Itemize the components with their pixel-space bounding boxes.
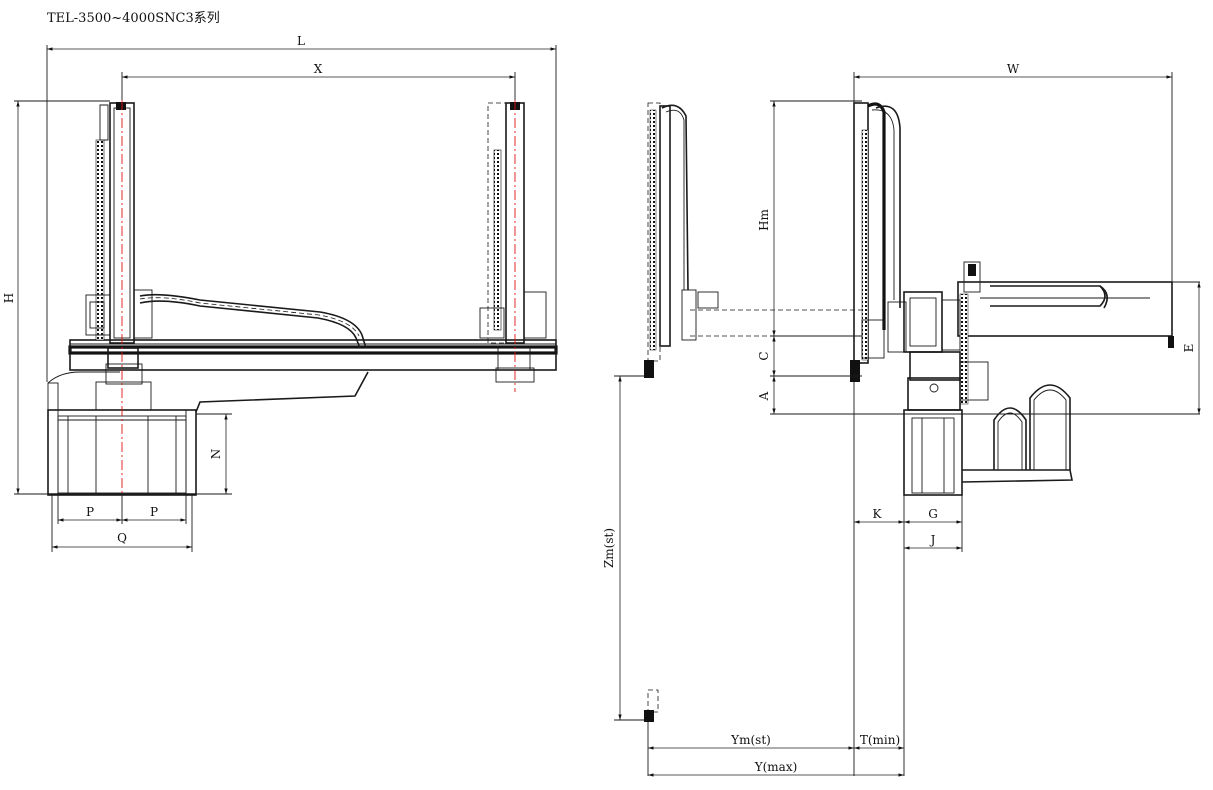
label-W: W	[1007, 62, 1020, 76]
label-H: H	[2, 293, 16, 303]
label-P-right: P	[150, 505, 158, 519]
beam-left-bracket	[47, 371, 120, 384]
side-pillar-base	[903, 409, 963, 496]
safety-hoop-right	[1029, 384, 1071, 470]
label-C: C	[757, 351, 771, 360]
label-Q: Q	[117, 531, 127, 545]
label-L: L	[297, 34, 305, 48]
beam-brace	[195, 371, 369, 413]
base-joint-block	[95, 381, 152, 411]
label-P-left: P	[86, 505, 94, 519]
label-Ymax: Y(max)	[754, 760, 798, 774]
label-Tmin: T(min)	[860, 733, 900, 747]
label-X: X	[314, 62, 323, 76]
left-arm-chain	[95, 139, 105, 341]
safety-hoop-left	[993, 407, 1027, 470]
label-Zm: Zm(st)	[602, 528, 616, 568]
main-arm-cable	[867, 102, 886, 330]
label-N: N	[209, 449, 223, 460]
y-axis-arm	[957, 281, 1173, 337]
label-K: K	[873, 507, 883, 521]
main-beam	[69, 339, 557, 371]
lower-end-effector	[644, 710, 654, 722]
label-A: A	[757, 391, 771, 401]
label-Hm: Hm	[757, 208, 771, 230]
carriage-block	[907, 377, 961, 411]
side-view: Hm C A E W K G J Zm(st)	[602, 62, 1201, 777]
left-arm-motor	[85, 294, 111, 336]
label-J: J	[929, 533, 936, 547]
label-E: E	[1182, 344, 1196, 353]
main-beam-top	[68, 345, 558, 355]
front-view: L X H N P P Q	[2, 34, 558, 552]
label-Ym: Ym(st)	[730, 733, 771, 747]
label-G: G	[928, 507, 938, 521]
drawing-title: TEL-3500~4000SNC3系列	[47, 11, 220, 26]
drag-chain	[139, 293, 367, 349]
